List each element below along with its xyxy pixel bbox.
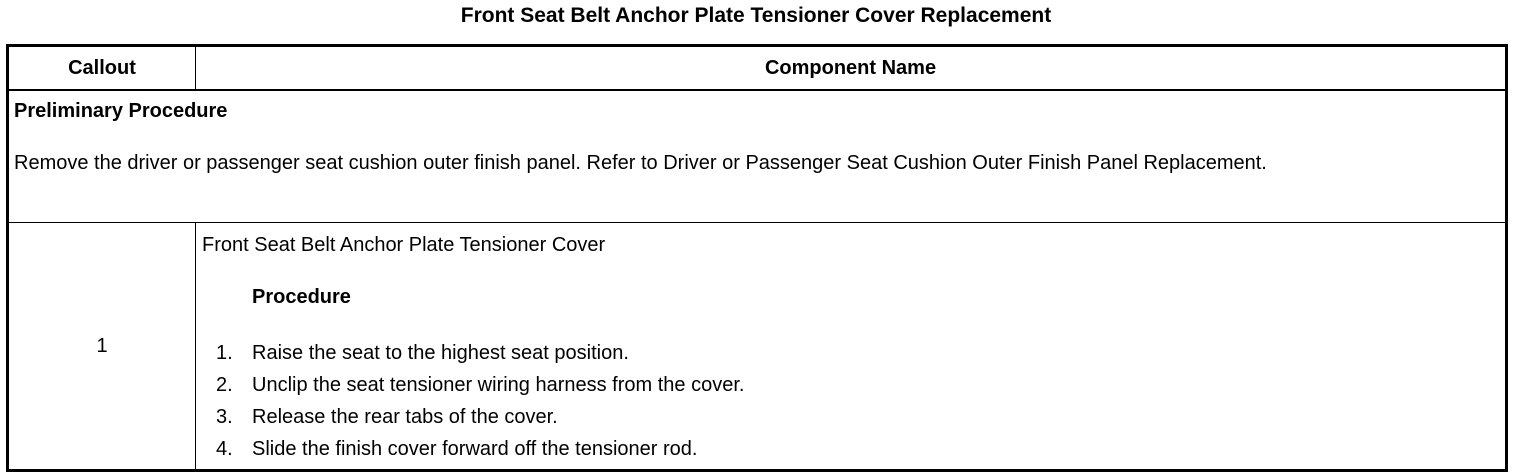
- step-text: Raise the seat to the highest seat posit…: [252, 342, 629, 364]
- table-row: 1 Front Seat Belt Anchor Plate Tensioner…: [7, 222, 1507, 471]
- step-text: Slide the finish cover forward off the t…: [252, 438, 698, 460]
- preliminary-cell: Preliminary Procedure Remove the driver …: [7, 89, 1507, 223]
- step-number: 2.: [216, 374, 233, 396]
- preliminary-heading: Preliminary Procedure: [14, 100, 228, 122]
- callout-number: 1: [7, 222, 196, 471]
- step-text: Unclip the seat tensioner wiring harness…: [252, 374, 745, 396]
- component-name-column-header: Component Name: [195, 45, 1507, 91]
- component-cell: Front Seat Belt Anchor Plate Tensioner C…: [195, 222, 1507, 471]
- procedure-steps-list: 1. Raise the seat to the highest seat po…: [202, 337, 1505, 465]
- procedure-step: 1. Raise the seat to the highest seat po…: [202, 337, 1505, 369]
- procedure-table: Callout Component Name Preliminary Proce…: [6, 44, 1508, 472]
- procedure-step: 2. Unclip the seat tensioner wiring harn…: [202, 369, 1505, 401]
- step-number: 3.: [216, 406, 233, 428]
- procedure-step: 4. Slide the finish cover forward off th…: [202, 433, 1505, 465]
- table-header-row: Callout Component Name: [7, 45, 1507, 91]
- component-name: Front Seat Belt Anchor Plate Tensioner C…: [202, 234, 606, 256]
- step-number: 4.: [216, 438, 233, 460]
- procedure-step: 3. Release the rear tabs of the cover.: [202, 401, 1505, 433]
- procedure-heading: Procedure: [252, 286, 351, 308]
- callout-column-header: Callout: [7, 45, 196, 91]
- step-number: 1.: [216, 342, 233, 364]
- preliminary-row: Preliminary Procedure Remove the driver …: [7, 89, 1507, 223]
- step-text: Release the rear tabs of the cover.: [252, 406, 558, 428]
- preliminary-text: Remove the driver or passenger seat cush…: [14, 152, 1267, 174]
- page-title: Front Seat Belt Anchor Plate Tensioner C…: [460, 4, 1052, 27]
